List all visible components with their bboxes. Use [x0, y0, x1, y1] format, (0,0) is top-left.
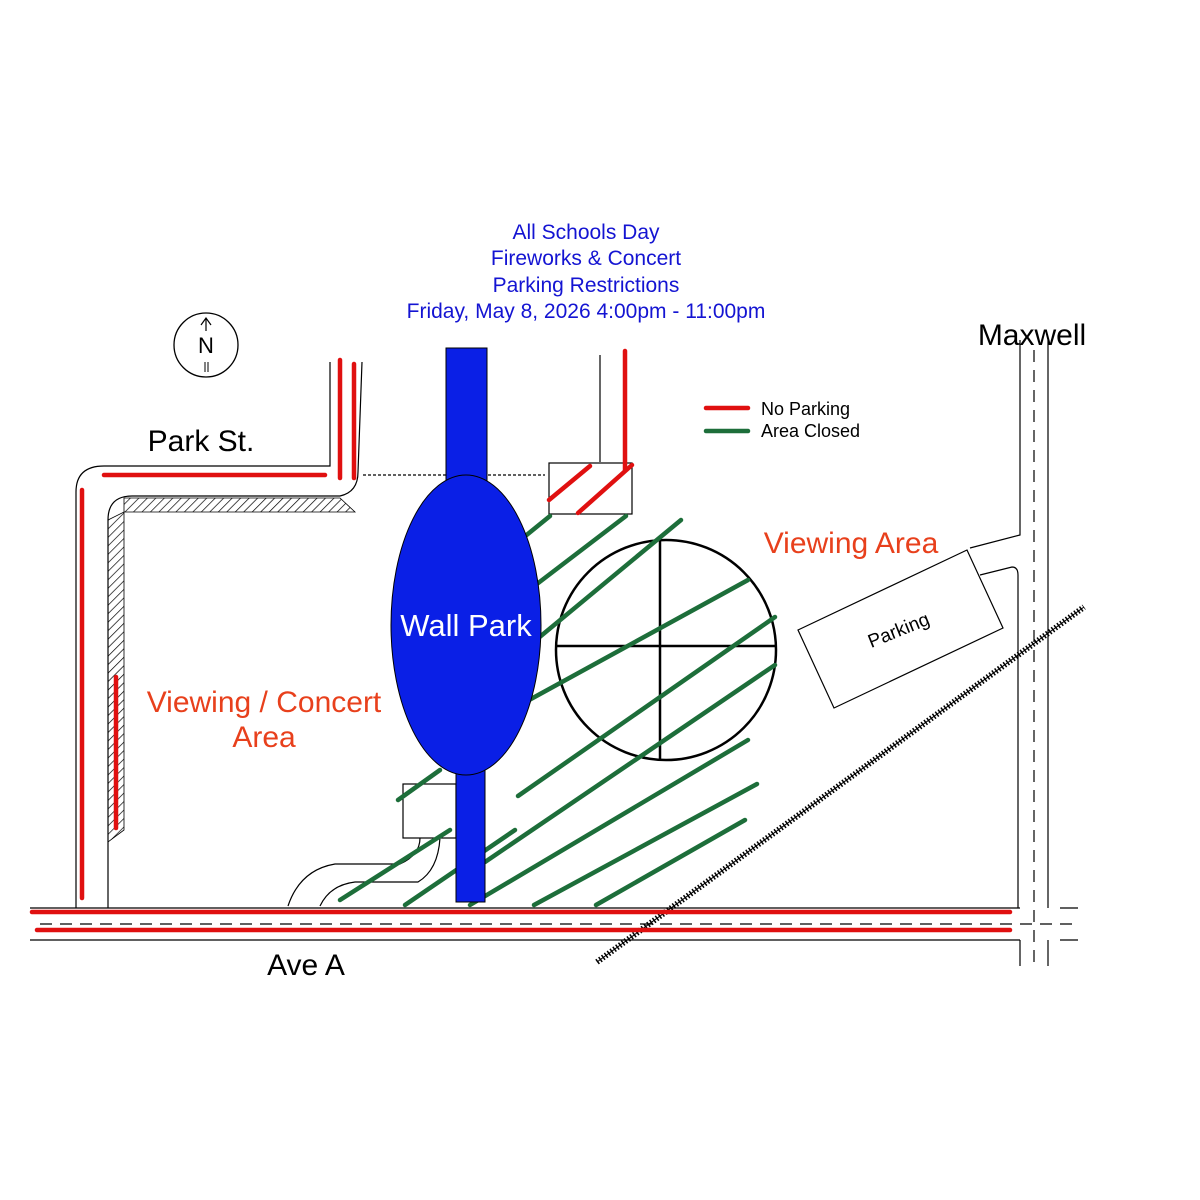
map-legend: No Parking Area Closed — [703, 399, 860, 441]
south-structure — [402, 783, 457, 839]
north-arrow-icon: N — [173, 312, 239, 378]
street-outlines — [30, 340, 1078, 966]
title-line-2: Fireworks & Concert — [491, 247, 681, 270]
wall-park-label: Wall Park — [400, 608, 532, 643]
concert-stage — [554, 538, 778, 762]
title-line-3: Parking Restrictions — [493, 274, 680, 297]
park-st-sidewalk — [107, 497, 357, 843]
map-title: All Schools Day Fireworks & Concert Park… — [407, 221, 766, 323]
north-letter: N — [198, 333, 214, 358]
title-line-4: Friday, May 8, 2026 4:00pm - 11:00pm — [407, 300, 766, 323]
no-parking-lines — [29, 348, 1013, 933]
viewing-area-label: Viewing Area — [764, 527, 939, 560]
maxwell-label: Maxwell — [978, 319, 1086, 352]
legend-no-parking-label: No Parking — [761, 399, 850, 419]
viewing-concert-area-label-line-2: Area — [232, 721, 296, 754]
railroad-track — [595, 604, 1086, 965]
legend-area-closed-label: Area Closed — [761, 421, 860, 441]
parking-lot: Parking — [797, 549, 1004, 709]
title-line-1: All Schools Day — [512, 221, 660, 244]
ave-a-label: Ave A — [267, 949, 345, 982]
park-st-label: Park St. — [148, 425, 255, 458]
viewing-concert-area-label-line-1: Viewing / Concert — [147, 686, 382, 719]
wall-park: Wall Park — [390, 347, 542, 903]
